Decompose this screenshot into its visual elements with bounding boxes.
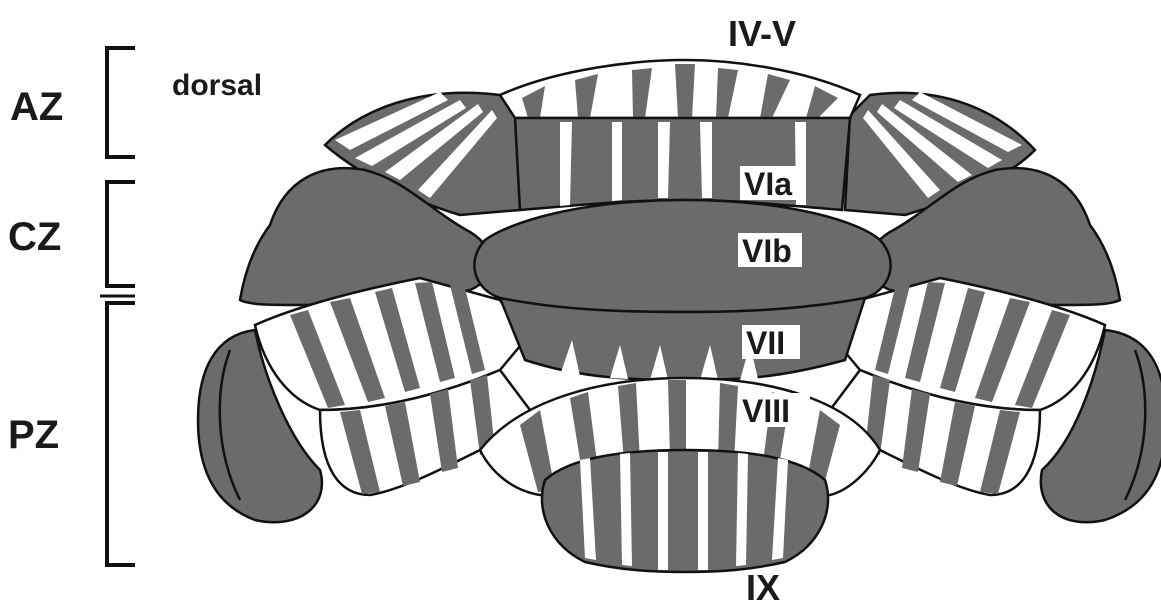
cerebellum-drawing (198, 60, 1161, 572)
lobule-label-via: VIa (744, 166, 792, 202)
lobule-label-iv-v: IV-V (728, 13, 796, 54)
lobule-label-vib: VIb (742, 233, 792, 269)
orientation-label: dorsal (172, 69, 262, 102)
lobule-label-viii: VIII (742, 393, 790, 429)
lobule-vib (474, 200, 890, 312)
bracket-pz (107, 303, 135, 565)
zone-label-pz: PZ (8, 413, 59, 457)
bracket-cz (107, 182, 135, 286)
lobule-label-vii: VII (746, 325, 785, 361)
bracket-az (107, 48, 135, 157)
zone-brackets (100, 48, 135, 565)
zone-label-cz: CZ (8, 215, 61, 259)
lobule-label-ix: IX (746, 567, 780, 608)
zone-label-az: AZ (10, 85, 63, 129)
